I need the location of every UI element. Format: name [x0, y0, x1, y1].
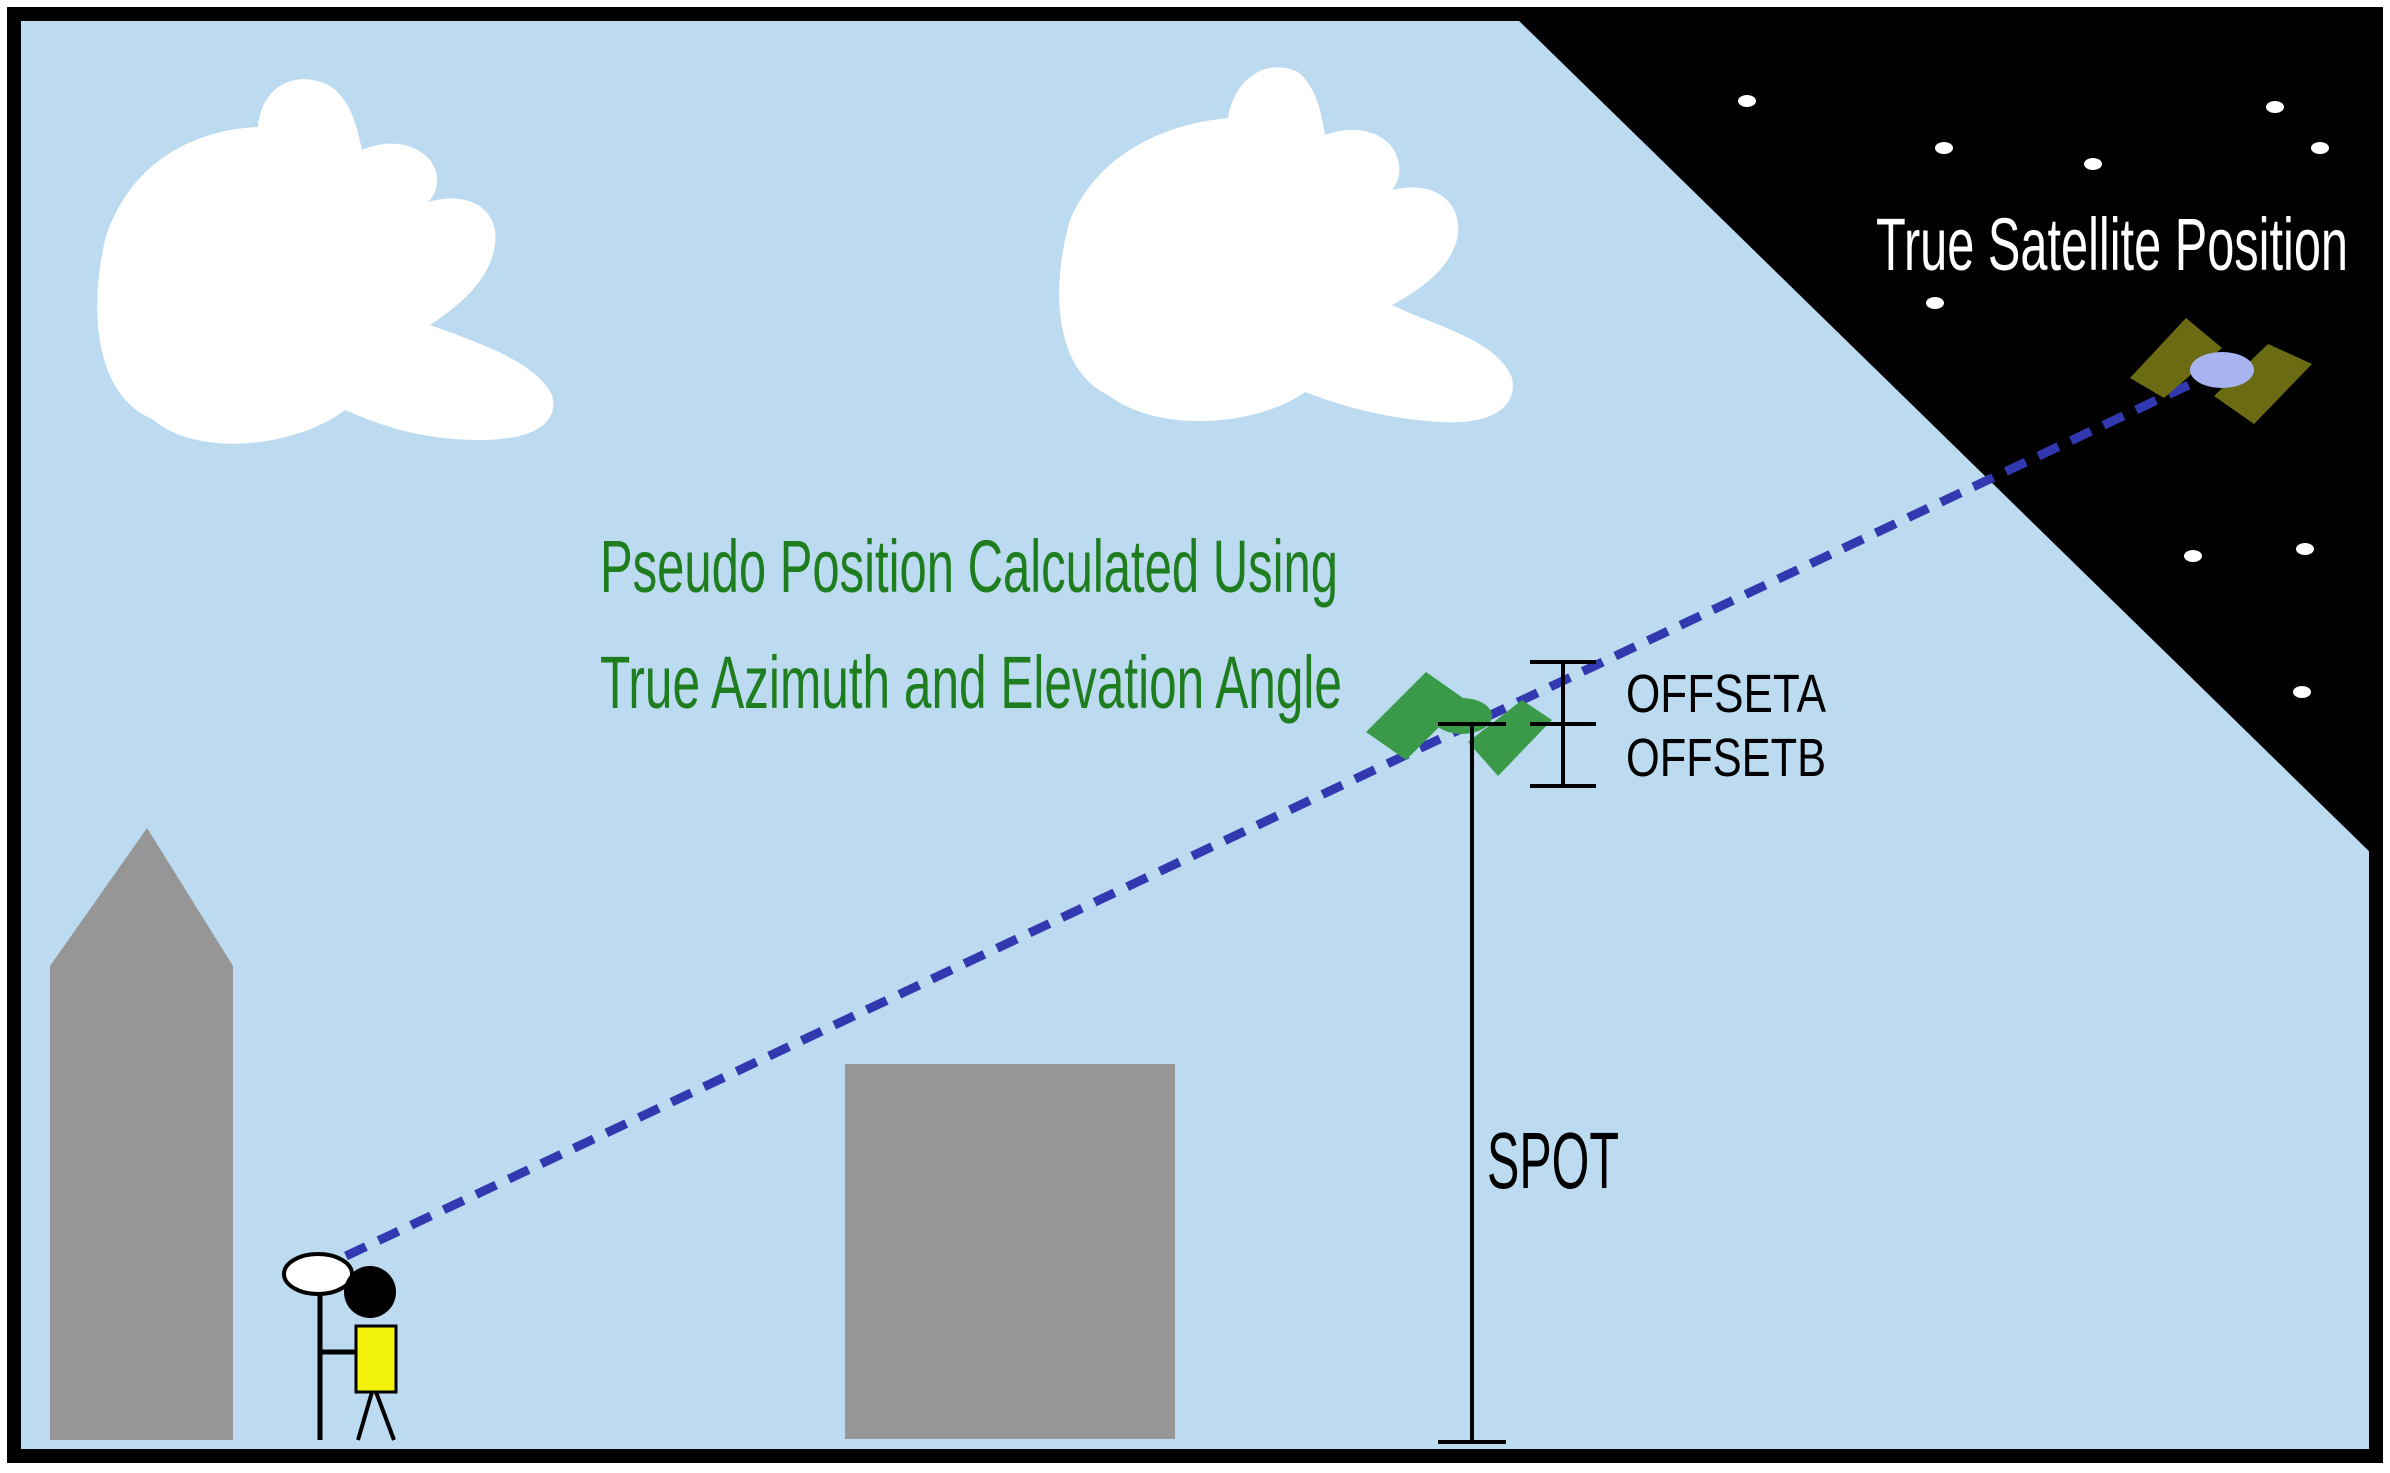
- true-satellite-body: [2190, 352, 2254, 388]
- star: [2296, 543, 2314, 555]
- pseudo-satellite-left-panel: [1366, 672, 1466, 760]
- star: [2266, 101, 2284, 113]
- block-building: [845, 1064, 1175, 1439]
- space-region: [1512, 14, 2376, 858]
- star: [2184, 550, 2202, 562]
- star: [1738, 95, 1756, 107]
- observer-icon: [282, 1252, 398, 1441]
- offset-a-label: OFFSETA: [1626, 664, 1826, 724]
- true-satellite-icon: [2130, 318, 2312, 424]
- pseudo-position-label-line1: Pseudo Position Calculated Using: [600, 525, 1338, 608]
- observer-right-leg: [374, 1391, 396, 1441]
- observer-head: [344, 1266, 396, 1318]
- star: [1935, 142, 1953, 154]
- observer-left-leg: [356, 1391, 374, 1441]
- true-satellite-position-label: True Satellite Position: [1876, 203, 2348, 286]
- tower-building: [50, 828, 233, 1440]
- frame-border: [7, 7, 2383, 1463]
- line-of-sight: [344, 369, 2214, 1261]
- offset-b-label: OFFSETB: [1626, 728, 1826, 788]
- star: [2293, 686, 2311, 698]
- star: [2311, 142, 2329, 154]
- cloud-icon: [1059, 67, 1513, 423]
- true-satellite-right-panel: [2214, 344, 2312, 424]
- star: [2084, 158, 2102, 170]
- cloud-icon: [97, 79, 554, 444]
- pseudo-satellite-right-panel: [1468, 700, 1552, 776]
- observer-body: [354, 1324, 398, 1394]
- spot-measure: [1438, 722, 1506, 1444]
- spot-label: SPOT: [1487, 1116, 1619, 1205]
- star: [1926, 297, 1944, 309]
- pseudo-satellite-body: [1432, 698, 1492, 734]
- pseudo-position-label-line2: True Azimuth and Elevation Angle: [600, 641, 1342, 724]
- gnss-antenna: [282, 1252, 354, 1296]
- true-satellite-left-panel: [2130, 318, 2222, 398]
- stars: [1738, 95, 2329, 698]
- offset-markers: [1530, 660, 1596, 788]
